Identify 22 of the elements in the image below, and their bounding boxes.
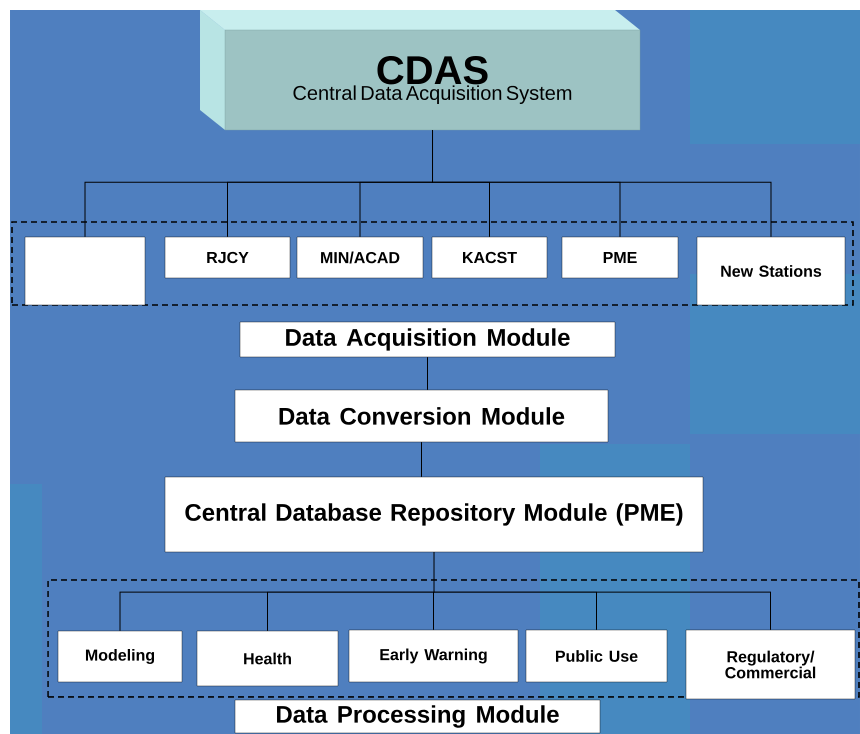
module-box: Central Database Repository Module (PME) xyxy=(164,476,704,552)
module-box: Modeling xyxy=(58,630,182,682)
connector-line xyxy=(421,442,422,478)
module-box: Early Warning xyxy=(348,630,518,682)
connector-line xyxy=(432,130,772,238)
connector-line xyxy=(434,552,771,630)
dashed-group-frame xyxy=(47,579,860,698)
module-box: MIN/ACAD xyxy=(296,236,424,278)
module-box: Data Processing Module xyxy=(234,700,600,734)
module-box xyxy=(24,236,146,306)
module-box: New Stations xyxy=(696,236,846,306)
module-box: Data Acquisition Module xyxy=(240,322,616,358)
module-box: Public Use xyxy=(526,630,668,682)
module-box: KACST xyxy=(432,236,548,278)
module-box: Regulatory/ Commercial xyxy=(686,630,856,700)
connector-line xyxy=(427,356,428,390)
module-box: Data Conversion Module xyxy=(234,390,608,442)
module-box: Health xyxy=(196,630,338,686)
dashed-group-frame xyxy=(11,221,854,306)
module-box: RJCY xyxy=(164,236,290,278)
title-block: CDAS Central Data Acquisition System xyxy=(200,10,640,130)
module-box: PME xyxy=(562,236,678,278)
